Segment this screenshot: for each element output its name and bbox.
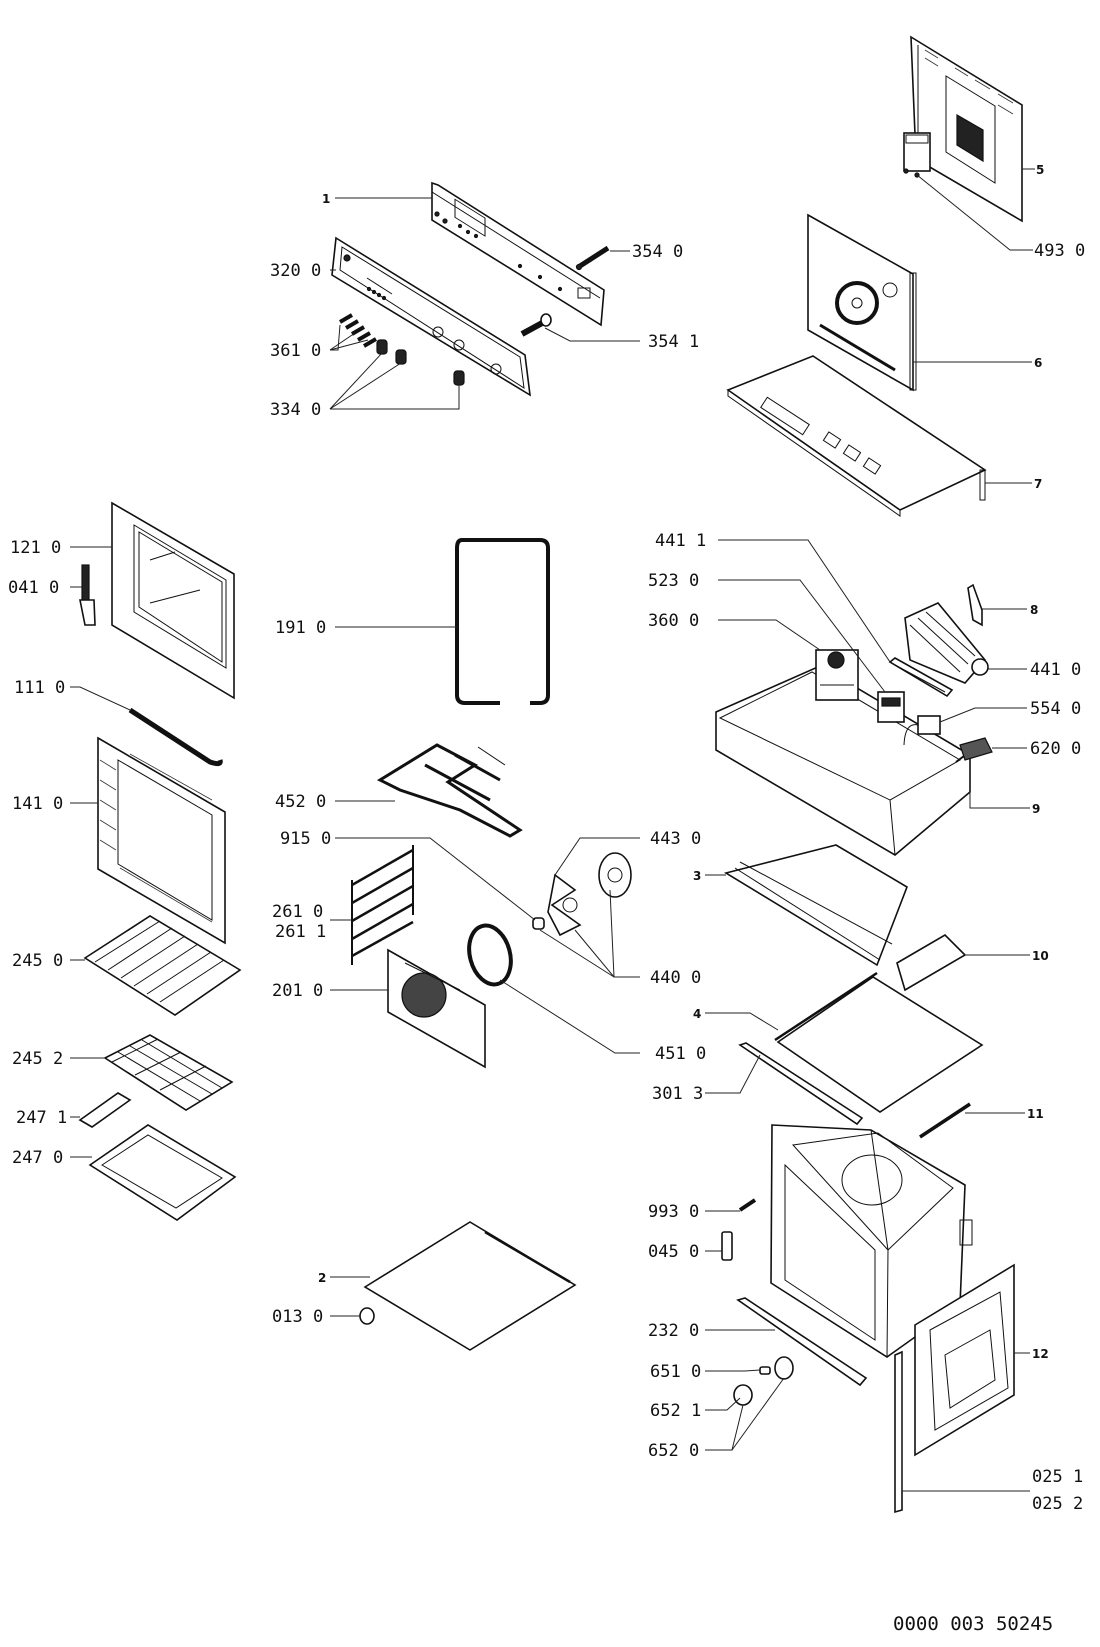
callout-4: 4 xyxy=(693,1007,701,1021)
part-3-top-plate xyxy=(723,844,908,967)
callout-8: 8 xyxy=(1030,603,1038,617)
part-8-bracket xyxy=(967,583,983,627)
part-10-small-plate xyxy=(896,933,967,992)
part-451-circular-element xyxy=(467,923,513,987)
callout-3: 3 xyxy=(693,869,701,883)
part-041-hinge xyxy=(79,564,96,626)
callout-191-0: 191 0 xyxy=(275,618,326,638)
callout-493-0: 493 0 xyxy=(1034,241,1085,261)
callout-121-0: 121 0 xyxy=(10,538,61,558)
part-245-0-wire-shelf xyxy=(83,915,242,1016)
document-number: 0000 003 50245 xyxy=(893,1613,1053,1635)
callout-10: 10 xyxy=(1032,949,1049,963)
callout-261-0: 261 0 xyxy=(272,902,323,922)
part-334-knobs xyxy=(376,339,465,386)
callout-1: 1 xyxy=(322,192,330,206)
callout-6: 6 xyxy=(1034,356,1042,370)
callout-7: 7 xyxy=(1034,477,1042,491)
callout-245-0: 245 0 xyxy=(12,951,63,971)
callout-245-2: 245 2 xyxy=(12,1049,63,1069)
part-354-1-bulb xyxy=(520,313,552,337)
callout-441-0: 441 0 xyxy=(1030,660,1081,680)
part-2-bottom-plate xyxy=(363,1221,577,1351)
part-013-foot xyxy=(359,1307,375,1325)
part-320-control-panel xyxy=(331,236,531,397)
part-354-0-pin xyxy=(575,245,610,271)
part-441-0-tangential-fan xyxy=(904,602,989,684)
part-443-fan xyxy=(547,852,632,937)
part-247-1-tray-handle xyxy=(78,1092,132,1128)
part-232-front-strip xyxy=(736,1297,868,1387)
part-554-lamp-switch xyxy=(903,715,941,746)
callout-232-0: 232 0 xyxy=(648,1321,699,1341)
part-301-3-runner xyxy=(738,1042,864,1126)
part-11-rod xyxy=(919,1102,971,1139)
callout-620-0: 620 0 xyxy=(1030,739,1081,759)
callout-247-1: 247 1 xyxy=(16,1108,67,1128)
callout-261-1: 261 1 xyxy=(275,922,326,942)
callout-452-0: 452 0 xyxy=(275,792,326,812)
part-493-relay xyxy=(903,132,931,178)
callout-652-0: 652 0 xyxy=(648,1441,699,1461)
callout-5: 5 xyxy=(1036,163,1044,177)
callout-labels: 1 320 0 354 0 354 1 361 0 334 0 5 493 0 … xyxy=(8,163,1085,1514)
callout-11: 11 xyxy=(1027,1107,1044,1121)
part-025-side-strip xyxy=(894,1350,903,1514)
part-5-rear-panel xyxy=(910,35,1023,223)
callout-025-2: 025 2 xyxy=(1032,1494,1083,1514)
part-201-fan-cover xyxy=(387,948,486,1069)
callout-443-0: 443 0 xyxy=(650,829,701,849)
callout-523-0: 523 0 xyxy=(648,571,699,591)
part-111-handle xyxy=(128,707,223,767)
callout-12: 12 xyxy=(1032,1347,1049,1361)
callout-025-1: 025 1 xyxy=(1032,1467,1083,1487)
part-523-switch xyxy=(877,691,905,723)
callout-354-0: 354 0 xyxy=(632,242,683,262)
callout-354-1: 354 1 xyxy=(648,332,699,352)
part-7-top-tray xyxy=(726,355,987,517)
part-620-selector xyxy=(955,737,993,763)
part-261-side-runners xyxy=(351,845,414,965)
part-6-back-wall xyxy=(807,213,917,392)
callout-360-0: 360 0 xyxy=(648,611,699,631)
part-915-nut xyxy=(532,917,545,930)
part-045-latch xyxy=(721,1231,733,1261)
callout-301-3: 301 3 xyxy=(652,1084,703,1104)
part-247-0-baking-tray xyxy=(88,1124,237,1221)
callout-041-0: 041 0 xyxy=(8,578,59,598)
callout-141-0: 141 0 xyxy=(12,794,63,814)
callout-9: 9 xyxy=(1032,802,1040,816)
callout-334-0: 334 0 xyxy=(270,400,321,420)
callout-201-0: 201 0 xyxy=(272,981,323,1001)
callout-247-0: 247 0 xyxy=(12,1148,63,1168)
part-361-shafts xyxy=(338,313,378,348)
callout-451-0: 451 0 xyxy=(655,1044,706,1064)
callout-651-0: 651 0 xyxy=(650,1362,701,1382)
callout-554-0: 554 0 xyxy=(1030,699,1081,719)
part-993-screw xyxy=(738,1198,757,1212)
part-12-front-frame xyxy=(914,1263,1015,1457)
part-441-1-terminal-strip xyxy=(888,657,954,698)
part-245-2-grill-rack xyxy=(103,1034,234,1111)
part-1-panel-bracket xyxy=(431,181,605,327)
part-121-door-frame xyxy=(111,501,235,700)
callout-652-1: 652 1 xyxy=(650,1401,701,1421)
callout-361-0: 361 0 xyxy=(270,341,321,361)
callout-993-0: 993 0 xyxy=(648,1202,699,1222)
callout-013-0: 013 0 xyxy=(272,1307,323,1327)
part-191-seal xyxy=(455,538,550,705)
callout-320-0: 320 0 xyxy=(270,261,321,281)
part-141-outer-glass xyxy=(97,736,226,945)
part-4-base-plate xyxy=(774,971,984,1113)
callout-045-0: 045 0 xyxy=(648,1242,699,1262)
callout-915-0: 915 0 xyxy=(280,829,331,849)
callout-441-1: 441 1 xyxy=(655,531,706,551)
callout-2: 2 xyxy=(318,1271,326,1285)
part-360-thermostat xyxy=(815,649,859,701)
callout-111-0: 111 0 xyxy=(14,678,65,698)
leader-lines xyxy=(70,168,1035,1492)
part-651-652-lamp xyxy=(733,1356,794,1406)
callout-440-0: 440 0 xyxy=(650,968,701,988)
part-452-grill-element xyxy=(376,743,523,838)
